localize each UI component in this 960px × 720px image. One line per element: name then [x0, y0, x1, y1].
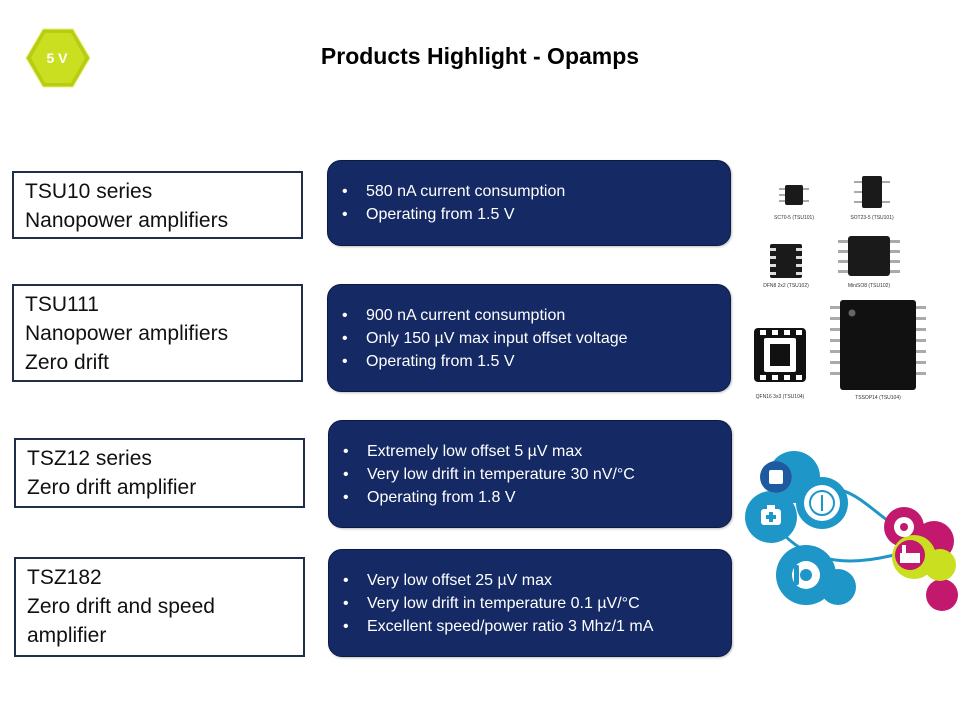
package-caption: TSSOP14 (TSU104)	[855, 395, 901, 401]
product-name: TSU10 series	[25, 180, 153, 203]
qfn16-package-icon	[754, 328, 806, 382]
medical-case-icon	[761, 505, 781, 525]
product-name: TSZ12 series	[27, 447, 152, 470]
features-box-tsz182: •Very low offset 25 µV max •Very low dri…	[328, 549, 732, 657]
product-label-tsz12: TSZ12 series Zero drift amplifier	[14, 438, 305, 508]
product-label-tsu111: TSU111 Nanopower amplifiers Zero drift	[12, 284, 303, 382]
features-box-tsz12: •Extremely low offset 5 µV max •Very low…	[328, 420, 732, 528]
product-description: amplifier	[27, 624, 107, 647]
product-description: Nanopower amplifiers	[25, 209, 229, 232]
package-caption: SOT23-5 (TSU101)	[850, 215, 894, 221]
tssop14-package-icon	[830, 300, 926, 390]
package-caption: SC70-5 (TSU101)	[774, 215, 814, 221]
wearable-icon	[792, 561, 820, 589]
factory-icon	[895, 540, 925, 570]
dfn8-package-icon	[770, 244, 802, 278]
product-description: Zero drift amplifier	[27, 476, 197, 499]
feature-item: •Operating from 1.5 V	[342, 352, 515, 370]
package-caption: DFN8 2x2 (TSU102)	[763, 283, 809, 289]
feature-item: •580 nA current consumption	[342, 183, 566, 200]
miniso8-package-icon	[838, 236, 900, 276]
sensor-icon	[894, 517, 914, 537]
package-caption: MiniSO8 (TSU102)	[848, 283, 891, 289]
feature-item: •Very low drift in temperature 30 nV/°C	[343, 465, 635, 483]
product-name: TSZ182	[27, 566, 102, 589]
feature-item: •Only 150 µV max input offset voltage	[342, 329, 628, 347]
sc70-package-icon	[779, 185, 809, 205]
badge-label: 5 V	[46, 50, 68, 66]
product-description: Zero drift	[25, 351, 110, 374]
voltage-badge: 5 V	[24, 28, 94, 90]
feature-item: •Very low drift in temperature 0.1 µV/°C	[343, 594, 640, 612]
antenna-icon	[809, 490, 835, 516]
chip-icon	[760, 461, 792, 493]
hexagon-icon	[25, 28, 91, 88]
feature-item: •Operating from 1.5 V	[342, 206, 515, 223]
product-name: TSU111	[25, 293, 99, 316]
feature-item: •Excellent speed/power ratio 3 Mhz/1 mA	[343, 617, 654, 635]
product-description: Zero drift and speed	[27, 595, 215, 618]
package-caption: QFN16 3x3 (TSU104)	[756, 394, 805, 400]
feature-item: •900 nA current consumption	[342, 306, 566, 324]
sot23-package-icon	[854, 176, 890, 208]
package-images: SC70-5 (TSU101) SOT23-5 (TSU101) DFN8 2x…	[754, 176, 926, 401]
applications-illustration	[745, 451, 958, 611]
product-label-tsz182: TSZ182 Zero drift and speed amplifier	[14, 557, 305, 657]
product-label-tsu10: TSU10 series Nanopower amplifiers	[12, 171, 303, 239]
features-box-tsu10: •580 nA current consumption •Operating f…	[327, 160, 731, 246]
features-box-tsu111: •900 nA current consumption •Only 150 µV…	[327, 284, 731, 392]
feature-item: •Extremely low offset 5 µV max	[343, 442, 583, 460]
page-title: Products Highlight - Opamps	[320, 43, 640, 69]
feature-item: •Very low offset 25 µV max	[343, 571, 553, 589]
product-description: Nanopower amplifiers	[25, 322, 229, 345]
feature-item: •Operating from 1.8 V	[343, 488, 516, 506]
